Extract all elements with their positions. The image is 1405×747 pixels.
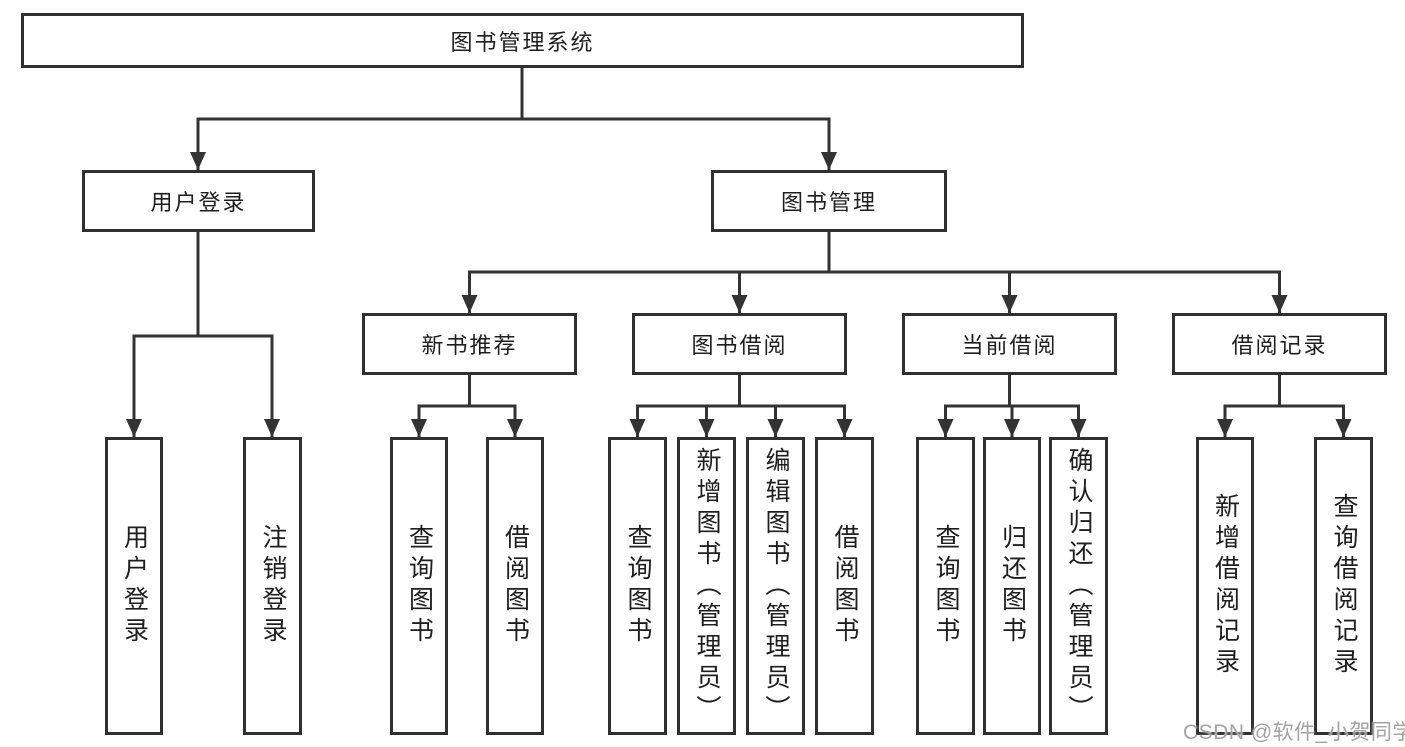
leaf-br-add-borrow-record: 新增借阅记录 xyxy=(1196,437,1254,735)
leaf-cb-query-books: 查询图书 xyxy=(916,437,975,735)
leaf-bb-add-books-admin: 新增图书（管理员） xyxy=(677,437,736,735)
node-root-library-system: 图书管理系统 xyxy=(21,13,1024,68)
leaf-user-login: 用户登录 xyxy=(105,437,163,735)
leaf-nb-borrow-books: 借阅图书 xyxy=(486,437,544,735)
leaf-nb-query-books: 查询图书 xyxy=(390,437,448,735)
leaf-bb-query-books: 查询图书 xyxy=(608,437,667,735)
node-borrow-records: 借阅记录 xyxy=(1172,313,1387,375)
leaf-logout-login: 注销登录 xyxy=(243,437,302,735)
node-new-book-recommend: 新书推荐 xyxy=(362,313,577,375)
leaf-bb-borrow-books: 借阅图书 xyxy=(815,437,874,735)
leaf-cb-return-books: 归还图书 xyxy=(983,437,1041,735)
leaf-cb-confirm-return-admin: 确认归还（管理员） xyxy=(1049,437,1108,735)
node-current-borrowing: 当前借阅 xyxy=(902,313,1117,375)
csdn-watermark: CSDN @软件_小贺同学 xyxy=(1183,721,1405,744)
node-book-borrowing: 图书借阅 xyxy=(632,313,847,375)
leaf-br-query-borrow-record: 查询借阅记录 xyxy=(1314,437,1373,735)
leaf-bb-edit-books-admin: 编辑图书（管理员） xyxy=(746,437,805,735)
node-book-management: 图书管理 xyxy=(711,170,947,232)
node-user-login: 用户登录 xyxy=(82,170,315,232)
